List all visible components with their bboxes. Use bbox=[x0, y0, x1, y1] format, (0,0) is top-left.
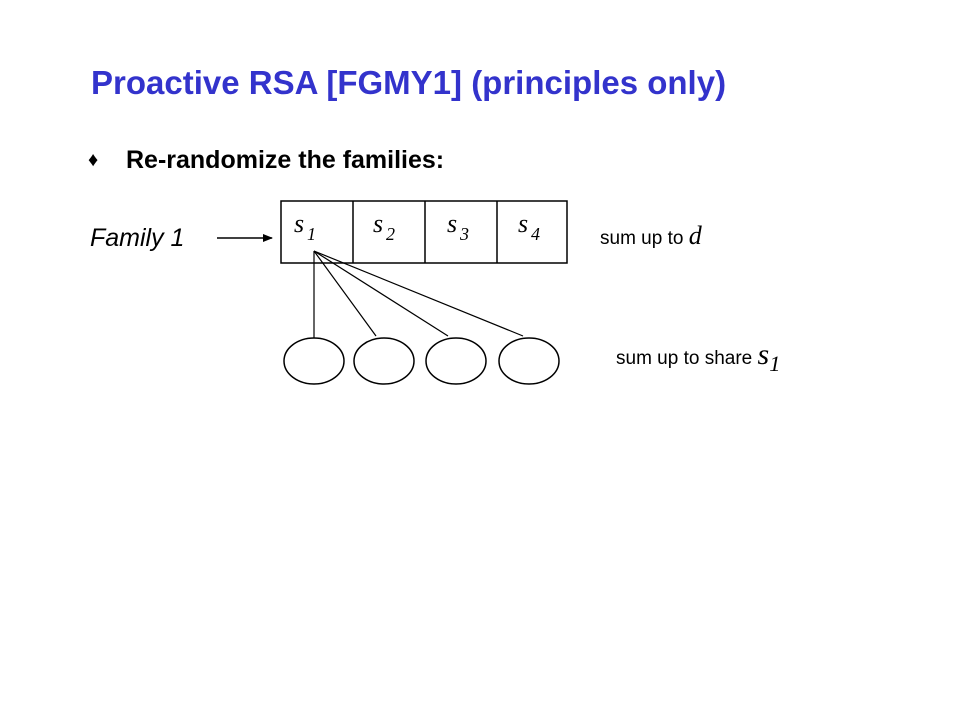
sub-share-node bbox=[353, 337, 415, 385]
cell-var: s bbox=[373, 209, 383, 238]
cell-sub: 2 bbox=[386, 224, 395, 244]
share-sum-note: sum up to share s1 bbox=[616, 338, 780, 377]
sub-share-node bbox=[498, 337, 560, 385]
sub-share-node bbox=[283, 337, 345, 385]
row-sum-prefix: sum up to bbox=[600, 228, 684, 249]
share-sum-prefix: sum up to share bbox=[616, 348, 753, 369]
row-sum-var: d bbox=[688, 221, 702, 250]
fan-line bbox=[313, 250, 377, 337]
row-sum-note: sum up to d bbox=[600, 221, 702, 251]
diamond-bullet-icon: ♦ bbox=[88, 149, 99, 171]
bullet-text: Re-randomize the families: bbox=[126, 146, 445, 174]
cell-sub: 3 bbox=[459, 224, 469, 244]
family-label: Family 1 bbox=[90, 224, 185, 252]
cell-var: s bbox=[294, 209, 304, 238]
fan-line bbox=[313, 250, 524, 337]
share-cell-2: s 2 bbox=[373, 209, 395, 244]
cell-var: s bbox=[447, 209, 457, 238]
share-sum-var-letter: s bbox=[757, 338, 770, 371]
share-sum-var-sub: 1 bbox=[769, 350, 781, 376]
sub-share-node bbox=[425, 337, 487, 385]
cell-var: s bbox=[518, 209, 528, 238]
share-sum-var: s1 bbox=[757, 338, 781, 376]
slide-title: Proactive RSA [FGMY1] (principles only) bbox=[91, 64, 727, 101]
share-cell-4: s 4 bbox=[518, 209, 540, 244]
cell-sub: 1 bbox=[307, 224, 316, 244]
fan-line bbox=[313, 250, 449, 337]
bullet-item: ♦ Re-randomize the families: bbox=[88, 146, 444, 175]
cell-sub: 4 bbox=[531, 224, 540, 244]
share-row-box bbox=[280, 200, 568, 264]
share-cell-1: s 1 bbox=[294, 209, 316, 244]
share-cell-3: s 3 bbox=[447, 209, 469, 244]
